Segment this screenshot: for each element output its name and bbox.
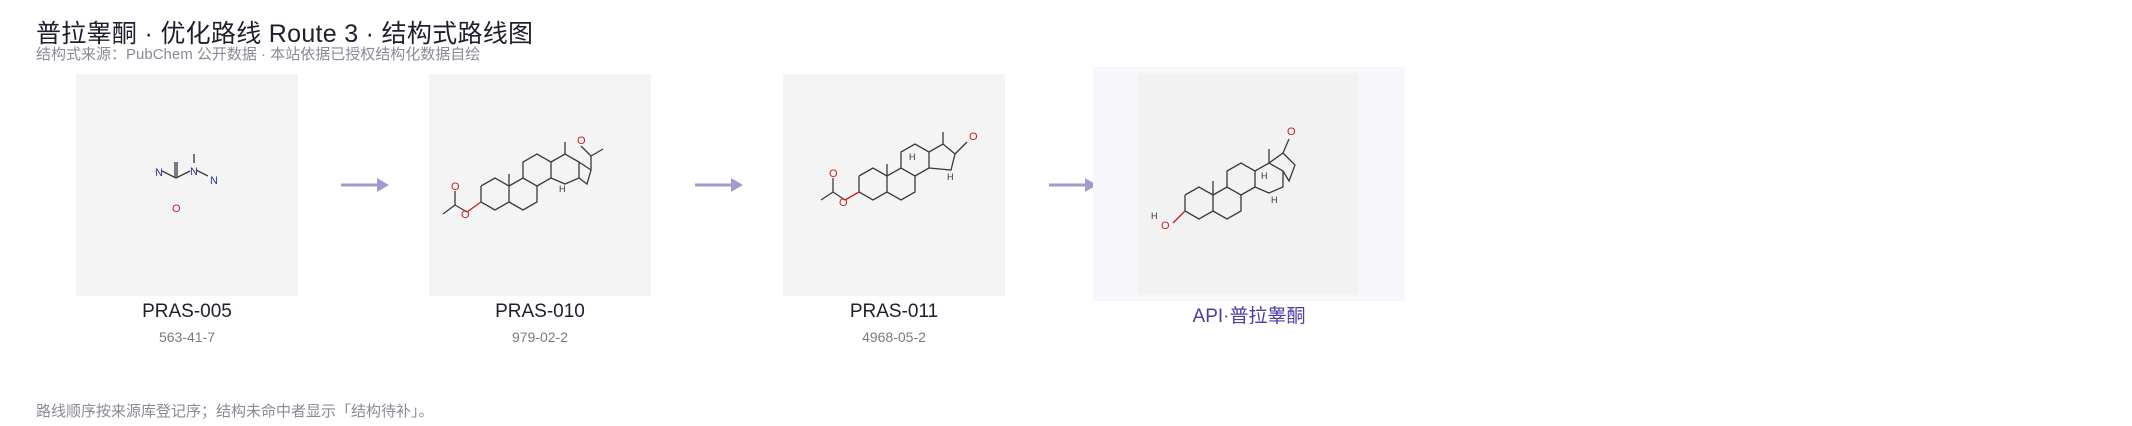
structure-card-pras-010: O O O H <box>429 74 651 296</box>
footnote: 路线顺序按来源库登记序；结构未命中者显示「结构待补」。 <box>36 400 434 421</box>
structure-image-pras-010: O O O H <box>429 74 651 296</box>
atom-o-ketone: O <box>1287 126 1296 138</box>
compound-name-api: API·普拉睾酮 <box>1129 301 1369 328</box>
atom-o-carbonyl: O <box>451 181 460 193</box>
compound-name-pras-005: PRAS-005 <box>67 301 307 323</box>
cas-number-pras-010: 979-02-2 <box>420 329 660 345</box>
structure-card-pras-011: O O O H H <box>783 74 1005 296</box>
atom-o-ketone: O <box>969 131 978 143</box>
atom-o-carbonyl: O <box>829 168 838 180</box>
atom-h: H <box>559 184 566 194</box>
atom-o-ester: O <box>461 209 470 221</box>
compound-name-pras-011: PRAS-011 <box>774 301 1014 323</box>
structure-image-pras-005: O N N N <box>76 74 298 296</box>
atom-o: O <box>172 203 181 215</box>
atom-n2: N <box>190 166 198 178</box>
atom-h-hydroxyl: H <box>1151 211 1158 221</box>
cas-number-pras-005: 563-41-7 <box>67 329 307 345</box>
atom-o-hydroxyl: O <box>1161 220 1170 232</box>
structure-card-api: O O H H H <box>1093 67 1405 301</box>
atom-o-ketone: O <box>577 135 586 147</box>
compound-name-pras-010: PRAS-010 <box>420 301 660 323</box>
atom-h2: H <box>1271 195 1278 205</box>
atom-h1: H <box>909 152 916 162</box>
atom-h2: H <box>947 172 954 182</box>
atom-n1: N <box>155 167 163 179</box>
route-arrow-2 <box>693 175 745 195</box>
page-subtitle: 结构式来源：PubChem 公开数据 · 本站依据已授权结构化数据自绘 <box>36 43 480 64</box>
structure-image-pras-011: O O O H H <box>783 74 1005 296</box>
structure-image-api: O O H H H <box>1137 73 1359 295</box>
structure-card-pras-005: O N N N <box>76 74 298 296</box>
cas-number-pras-011: 4968-05-2 <box>774 329 1014 345</box>
route-arrow-3 <box>1047 175 1099 195</box>
structure-image-frame-api: O O H H H <box>1137 73 1359 295</box>
atom-n3: N <box>210 175 218 187</box>
route-arrow-1 <box>339 175 391 195</box>
atom-o-ester: O <box>839 197 848 209</box>
atom-h1: H <box>1261 171 1268 181</box>
